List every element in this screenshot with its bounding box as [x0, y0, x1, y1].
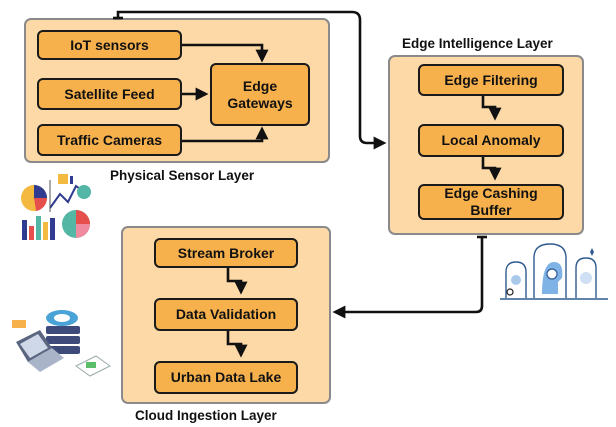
cloud-ingestion-layer-title: Cloud Ingestion Layer [135, 408, 277, 423]
traffic-cameras-node: Traffic Cameras [37, 124, 182, 156]
local-anomaly-node: Local Anomaly [418, 124, 564, 157]
arrow-edge-to-cloud [332, 238, 484, 319]
edge-filtering-node: Edge Filtering [418, 64, 564, 96]
stream-broker-node: Stream Broker [154, 238, 298, 268]
satellite-feed-node: Satellite Feed [37, 78, 182, 110]
urban-data-lake-node: Urban Data Lake [154, 361, 298, 394]
edge-intelligence-layer-title: Edge Intelligence Layer [402, 36, 553, 51]
server-laptop-illustration [12, 310, 111, 377]
data-validation-node: Data Validation [154, 298, 298, 331]
physical-sensor-layer-title: Physical Sensor Layer [110, 168, 255, 183]
ai-head-illustration [500, 243, 608, 300]
data-charts-illustration [21, 174, 91, 240]
iot-sensors-node: IoT sensors [37, 30, 182, 60]
edge-caching-buffer-node: Edge Cashing Buffer [418, 184, 564, 220]
edge-gateways-node: Edge Gateways [210, 63, 310, 126]
